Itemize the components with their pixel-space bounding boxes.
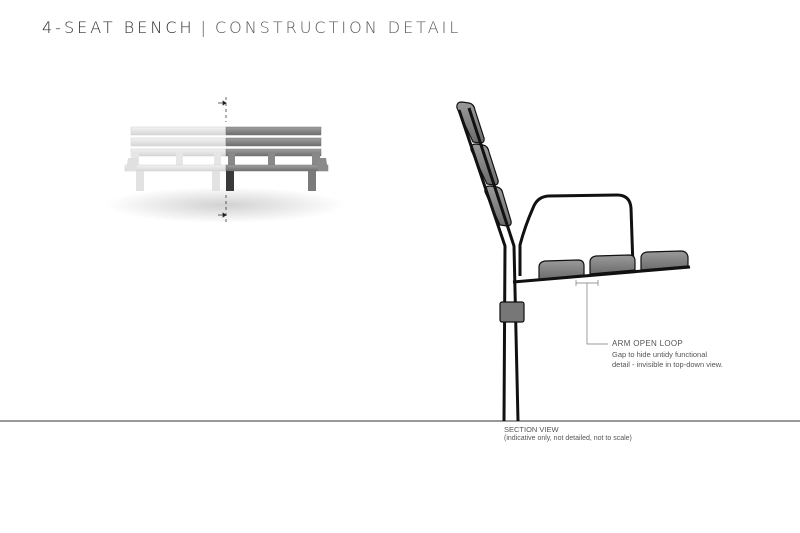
annotation-line-1: Gap to hide untidy functional	[612, 350, 708, 359]
section-view-note: (indicative only, not detailed, not to s…	[504, 435, 632, 442]
seat-slats	[538, 250, 689, 280]
annotation-line-2: detail - invisible in top-down view.	[612, 360, 723, 369]
section-cut-line	[218, 97, 227, 222]
section-view-drawing	[456, 101, 691, 422]
title-separator: |	[200, 18, 209, 37]
section-view-title: SECTION VIEW	[504, 425, 559, 434]
bench-right-half	[225, 126, 329, 191]
title-subtitle: CONSTRUCTION DETAIL	[214, 18, 462, 37]
bench-shadow	[105, 187, 345, 223]
annotation-title: ARM OPEN LOOP	[612, 339, 684, 348]
arm-open-loop	[518, 193, 635, 276]
frame-clamp	[499, 301, 525, 323]
bench-left-half	[124, 126, 227, 191]
frame-uprights	[457, 107, 520, 422]
backrest-slats	[456, 101, 512, 227]
title-main: 4-SEAT BENCH	[42, 18, 195, 37]
seat-frame	[512, 265, 691, 284]
annotation-leader	[575, 280, 608, 345]
bench-front-view	[105, 97, 345, 223]
page-title: 4-SEAT BENCH | CONSTRUCTION DETAIL	[42, 18, 461, 37]
